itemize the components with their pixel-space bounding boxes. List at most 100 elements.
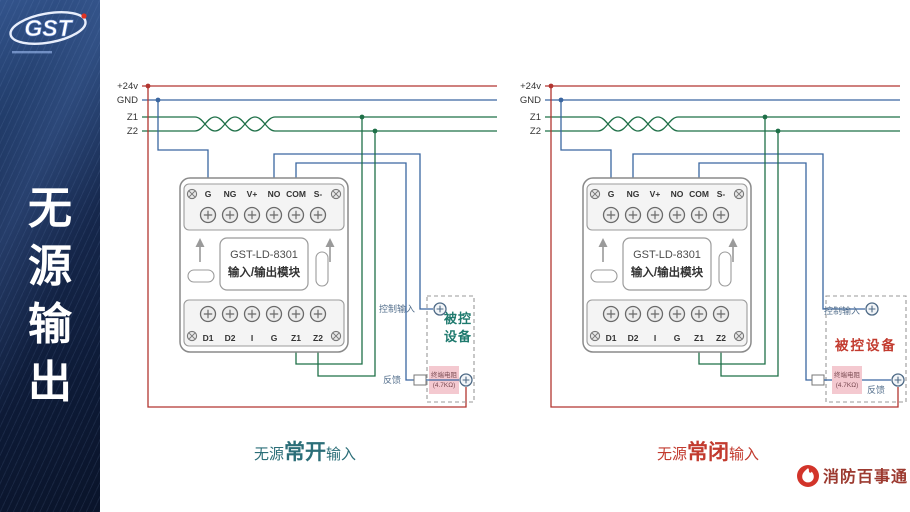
terminal-label: D2 (628, 333, 639, 343)
title-char: 源 (28, 242, 72, 291)
terminal-screw-icon (287, 206, 305, 224)
wire-nc-to-control (632, 153, 865, 310)
sidebar: GST 无 源 输 出 (0, 0, 100, 512)
terminal-screw-icon (602, 305, 620, 323)
terminal-screw-icon (624, 305, 642, 323)
title-char: 出 (28, 358, 72, 407)
wire-z1 (295, 117, 363, 365)
module-slot (590, 269, 618, 283)
terminal-screw-icon (624, 206, 642, 224)
controlled-device: 控制输入 被控设备 终端电阻 (4.7KΩ) 反馈 (811, 295, 907, 403)
resistor-symbol (413, 374, 427, 386)
terminal-screw-icon (668, 206, 686, 224)
rail-z1-twisted (142, 116, 497, 132)
terminal-label: NG (627, 189, 640, 199)
terminal-label: V+ (247, 189, 258, 199)
module-model: GST-LD-8301 (230, 249, 298, 261)
controlled-device: 控制输入 被控 设备 终端电阻 (4.7KΩ) 反馈 (379, 295, 475, 403)
io-module: G NG V+ NO COM S- D1 D2 I (179, 177, 349, 353)
diagram-normally-open: +24v GND Z1 Z2 (117, 81, 497, 464)
terminal-label: Z1 (291, 333, 301, 343)
logo-subtitle-bar (12, 51, 52, 54)
device-dashed-box (426, 295, 475, 403)
terminal-label: COM (689, 189, 709, 199)
terminal-label: NG (224, 189, 237, 199)
feedback-label: 反馈 (383, 374, 401, 385)
terminal-screw-icon (243, 305, 261, 323)
rail-label-24v: +24v (117, 81, 138, 92)
terminal-screw-icon (309, 206, 327, 224)
feedback-label: 反馈 (867, 384, 885, 395)
rail-z2-twisted (142, 116, 497, 132)
corner-screw-icon (733, 330, 745, 342)
rail-z1-twisted (545, 116, 900, 132)
terminal-label: D1 (203, 333, 214, 343)
terminal-label: D1 (606, 333, 617, 343)
resistor-note (832, 366, 862, 394)
terminal-screw-icon (690, 206, 708, 224)
corner-screw-icon (589, 188, 601, 200)
caption-normally-open: 无源常开输入 (254, 440, 356, 464)
device-screw-icon (891, 373, 905, 387)
device-name: 被控 (443, 311, 472, 326)
logo-orbit-dot (81, 13, 87, 19)
terminal-label: Z1 (694, 333, 704, 343)
page-title-vertical: 无 源 输 出 (0, 180, 100, 412)
corner-screw-icon (733, 188, 745, 200)
rail-label-z1: Z1 (127, 112, 138, 123)
terminal-label: V+ (650, 189, 661, 199)
terminal-label: S- (717, 189, 726, 199)
terminal-screw-icon (712, 206, 730, 224)
gst-logo: GST (4, 4, 96, 60)
wire-gnd-to-g (560, 100, 612, 178)
terminal-screw-icon (221, 305, 239, 323)
terminal-screw-icon (690, 305, 708, 323)
io-module: G NG V+ NO COM S- D1 D2 I (582, 177, 752, 353)
corner-screw-icon (186, 330, 198, 342)
terminal-label: Z2 (313, 333, 323, 343)
junction-dot (762, 114, 768, 120)
rail-z2-twisted (545, 116, 900, 132)
module-model: GST-LD-8301 (633, 249, 701, 261)
module-nameplate (622, 237, 712, 291)
junction-dot (548, 83, 554, 89)
terminal-label: G (674, 333, 681, 343)
junction-dot (558, 97, 564, 103)
terminal-screw-icon (265, 206, 283, 224)
flame-icon (802, 468, 814, 483)
wiring-diagrams: +24v GND Z1 Z2 (117, 81, 907, 487)
resistor-label: (4.7KΩ) (836, 382, 859, 389)
module-slot (315, 251, 329, 287)
corner-screw-icon (186, 188, 198, 200)
terminal-screw-icon (712, 305, 730, 323)
module-slot (718, 251, 732, 287)
caption-normally-closed: 无源常闭输入 (657, 440, 759, 464)
resistor-label: (4.7KΩ) (433, 382, 456, 389)
corner-screw-icon (589, 330, 601, 342)
terminal-screw-icon (199, 305, 217, 323)
terminal-label: I (654, 333, 656, 343)
terminal-label: D2 (225, 333, 236, 343)
terminal-screw-icon (265, 305, 283, 323)
terminal-label: COM (286, 189, 306, 199)
resistor-label: 终端电阻 (431, 370, 458, 379)
terminal-screw-icon (243, 206, 261, 224)
wire-24v-to-feedback (147, 86, 467, 408)
junction-dot (359, 114, 365, 120)
terminal-label: S- (314, 189, 323, 199)
rail-label-gnd: GND (117, 95, 138, 106)
wire-z1 (698, 117, 766, 365)
control-input-label: 控制输入 (379, 303, 415, 314)
terminal-label: NO (268, 189, 281, 199)
rail-label-24v: +24v (520, 81, 541, 92)
terminal-label: G (271, 333, 278, 343)
logo-text: GST (24, 15, 73, 41)
wire-24v-to-feedback (550, 86, 899, 408)
terminal-label: G (608, 189, 615, 199)
title-char: 输 (28, 300, 72, 349)
wire-no-to-control (273, 153, 433, 310)
wire-com-to-feedback (698, 162, 812, 381)
device-dashed-box (825, 295, 907, 403)
terminal-screw-icon (199, 206, 217, 224)
